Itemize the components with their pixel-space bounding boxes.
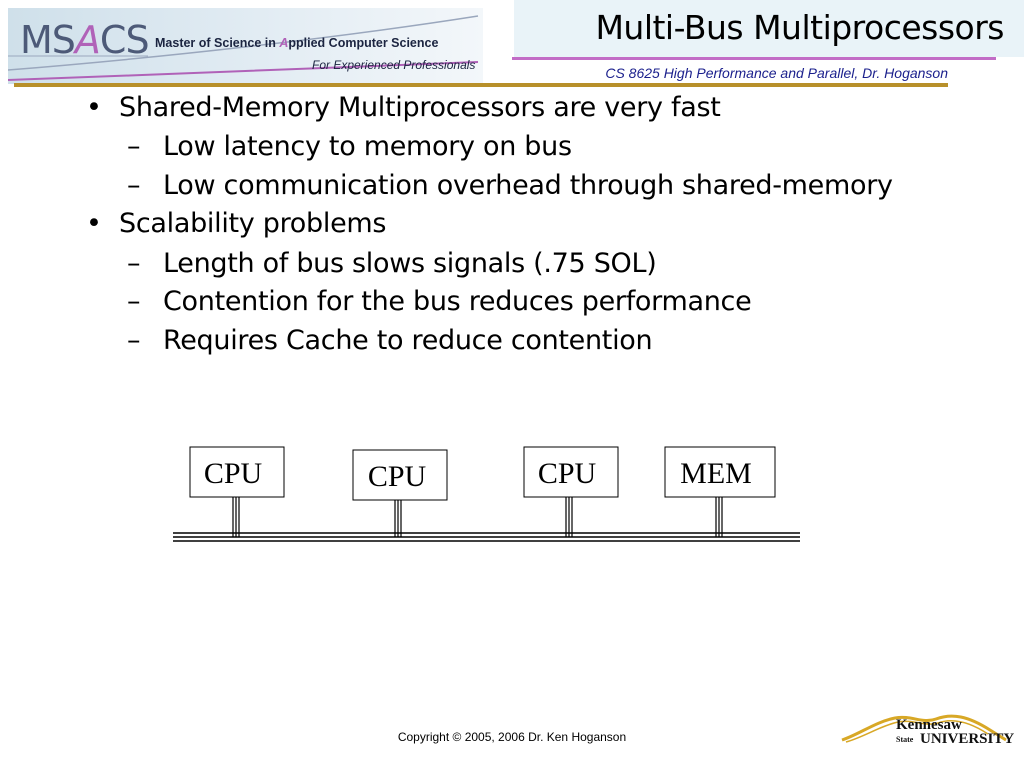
logo-a: A <box>74 18 101 62</box>
dash-marker: – <box>127 131 141 162</box>
cpu-node-3-label: CPU <box>538 457 597 490</box>
ksu-kennesaw-text: Kennesaw <box>896 717 962 733</box>
bus-connector-3 <box>565 497 573 537</box>
course-subtitle: CS 8625 High Performance and Parallel, D… <box>605 65 948 81</box>
mem-node: MEM <box>664 446 776 537</box>
sub-bullet-2a-text: Length of bus slows signals (.75 SOL) <box>163 248 657 279</box>
sub-bullet-2c: – Requires Cache to reduce contention <box>127 325 653 357</box>
ksu-state-text: State <box>896 735 914 744</box>
bullet-2: • Scalability problems <box>86 208 387 240</box>
copyright-notice: Copyright © 2005, 2006 Dr. Ken Hoganson <box>397 730 627 744</box>
msacs-logo: MSACS Master of Science in Applied Compu… <box>8 8 483 84</box>
dash-marker: – <box>127 248 141 279</box>
cpu-node-2: CPU <box>352 449 448 537</box>
sub-bullet-2c-text: Requires Cache to reduce contention <box>163 325 653 356</box>
cpu-node-1: CPU <box>189 446 285 537</box>
mem-node-label: MEM <box>680 457 752 490</box>
dash-marker: – <box>127 286 141 317</box>
logo-program-name: Master of Science in Applied Computer Sc… <box>155 36 438 50</box>
logo-program-pre: Master of Science in <box>155 36 280 50</box>
header-divider <box>14 83 948 87</box>
sub-bullet-1b-text: Low communication overhead through share… <box>163 170 893 201</box>
bus-connector-2 <box>394 500 402 537</box>
logo-program-post: pplied Computer Science <box>288 36 439 50</box>
logo-tagline: For Experienced Professionals <box>312 58 476 72</box>
bullet-2-text: Scalability problems <box>119 208 387 239</box>
bus-connector-1 <box>232 497 240 537</box>
bullet-1: • Shared-Memory Multiprocessors are very… <box>86 92 721 124</box>
logo-cs: CS <box>99 18 150 62</box>
title-underline <box>512 57 996 60</box>
bullet-marker: • <box>86 92 102 123</box>
sub-bullet-1a: – Low latency to memory on bus <box>127 131 572 163</box>
bullet-1-text: Shared-Memory Multiprocessors are very f… <box>119 92 721 123</box>
ksu-university-text: UNIVERSITY <box>920 731 1015 747</box>
dash-marker: – <box>127 325 141 356</box>
slide-title: Multi-Bus Multiprocessors <box>595 8 1004 47</box>
sub-bullet-2a: – Length of bus slows signals (.75 SOL) <box>127 248 657 280</box>
sub-bullet-1a-text: Low latency to memory on bus <box>163 131 572 162</box>
system-bus <box>173 532 800 542</box>
title-box: Multi-Bus Multiprocessors <box>514 0 1024 57</box>
cpu-node-2-label: CPU <box>368 460 427 493</box>
logo-ms: MS <box>20 18 76 62</box>
ksu-mountain-logo <box>841 714 1007 743</box>
dash-marker: – <box>127 170 141 201</box>
bullet-marker: • <box>86 208 102 239</box>
logo-program-a: A <box>279 36 289 50</box>
sub-bullet-1b: – Low communication overhead through sha… <box>127 170 893 202</box>
logo-swoosh-graphic <box>8 15 479 81</box>
cpu-node-3: CPU <box>523 446 619 537</box>
sub-bullet-2b-text: Contention for the bus reduces performan… <box>163 286 752 317</box>
sub-bullet-2b: – Contention for the bus reduces perform… <box>127 286 752 318</box>
cpu-node-1-label: CPU <box>204 457 263 490</box>
logo-wordmark: MSACS <box>20 18 150 62</box>
bus-connector-4 <box>715 497 723 537</box>
